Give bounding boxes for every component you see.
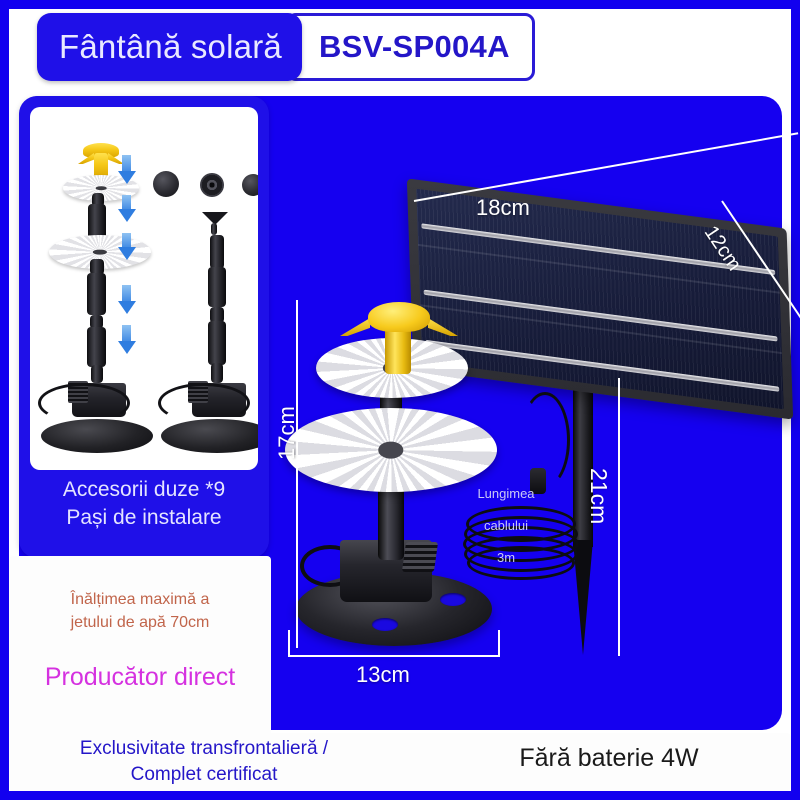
nozzle-disc-icon <box>153 171 179 197</box>
fountain-height-line <box>296 300 298 648</box>
nozzle-disc-icon <box>242 174 258 196</box>
panel-width-label: 18cm <box>476 195 530 220</box>
jet-height-note: Înălțimea maximă a jetului de apă 70cm <box>9 588 271 634</box>
installation-diagram <box>30 107 258 470</box>
exclusivity-line-1: Exclusivitate transfrontalieră / <box>79 738 329 759</box>
yellow-nozzle-head <box>368 302 430 332</box>
cable-length-line-1: Lungimea <box>477 486 535 501</box>
flow-arrow-icon <box>118 171 136 184</box>
assembled-tube <box>210 235 224 269</box>
base-diameter-line <box>288 655 500 657</box>
header: Fântână solară BSV-SP004A <box>37 13 535 81</box>
jet-height-line-2: jetului de apă 70cm <box>70 614 210 631</box>
assembled-tube <box>208 321 226 365</box>
pump-intake-grill <box>401 542 439 572</box>
stake-height-label: 21cm <box>586 468 612 525</box>
assembled-tube <box>208 267 226 307</box>
installation-caption: Accesorii duze *9 Pași de instalare <box>19 476 269 532</box>
pump-base <box>41 419 153 453</box>
nozzle-disc-icon <box>200 173 224 197</box>
stake-height-line <box>618 378 620 656</box>
busbar <box>423 289 778 342</box>
base-mount-hole <box>372 618 398 631</box>
model-number-badge: BSV-SP004A <box>285 13 535 81</box>
fountain-height-label: 17cm <box>274 406 299 460</box>
flow-arrow-icon <box>118 247 136 260</box>
producer-label: Producător direct <box>44 663 236 691</box>
jet-height-line-1: Înălțimea maximă a <box>70 591 210 608</box>
exclusivity-line-2: Complet certificat <box>130 764 278 785</box>
power-cord <box>158 383 250 423</box>
base-mount-hole <box>440 593 466 606</box>
solar-panel-cells <box>416 188 784 410</box>
flow-arrow-icon <box>118 209 136 222</box>
pump-base <box>161 419 258 453</box>
cable-length-line-3: 3m <box>496 550 516 565</box>
extension-tube <box>87 327 106 367</box>
extension-tube <box>87 273 106 315</box>
pump-outlet <box>91 365 103 383</box>
accessories-count-label: Accesorii duze *9 <box>62 478 226 501</box>
power-cord <box>38 383 130 423</box>
cable-length-line-2: cablului <box>483 518 529 533</box>
no-battery-label: Fără baterie 4W <box>519 744 699 772</box>
assembled-tube <box>211 363 223 383</box>
nozzle-stem <box>211 223 217 235</box>
exclusivity-note: Exclusivitate transfrontalieră / Complet… <box>29 736 379 788</box>
cable-length-label: Lungimea cablului 3m <box>463 470 549 582</box>
base-diameter-tick <box>288 630 290 656</box>
flow-arrow-icon <box>118 341 136 354</box>
base-diameter-label: 13cm <box>356 662 410 687</box>
bottom-strip: Exclusivitate transfrontalieră / Complet… <box>9 733 791 791</box>
product-title: Fântână solară <box>37 13 302 81</box>
base-diameter-tick <box>498 630 500 656</box>
flow-arrow-icon <box>118 301 136 314</box>
installation-panel: Accesorii duze *9 Pași de instalare <box>19 96 269 558</box>
installation-steps-label: Pași de instalare <box>66 506 222 529</box>
